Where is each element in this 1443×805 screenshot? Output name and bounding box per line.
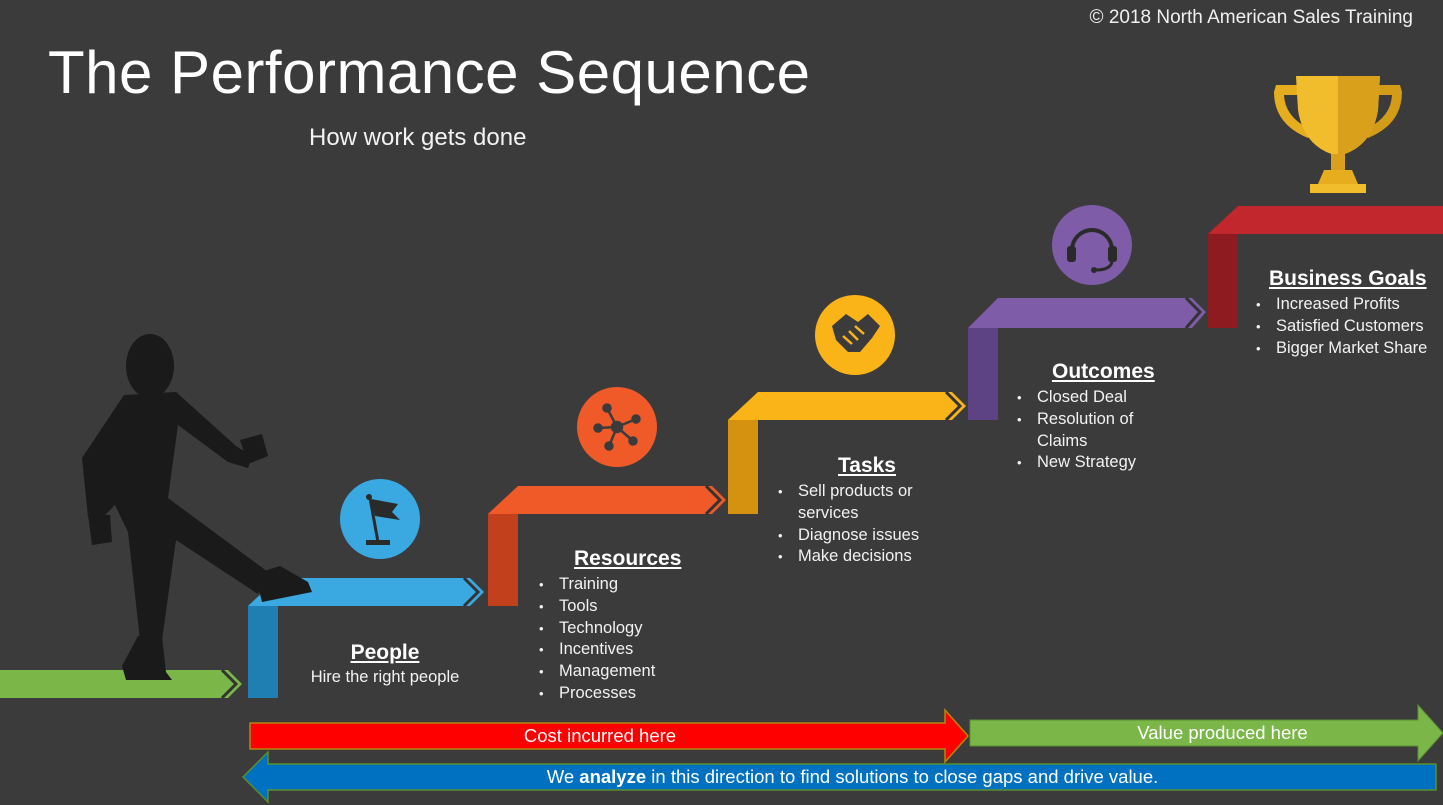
stage-business-goals: Business Goals Increased Profits Satisfi… — [1256, 267, 1441, 359]
stage-list: Closed Deal Resolution of Claims New Str… — [1017, 387, 1167, 474]
value-label: Value produced here — [1137, 722, 1308, 743]
network-icon — [577, 387, 657, 467]
analyze-label: We analyze in this direction to find sol… — [270, 766, 1435, 788]
stage-title: Business Goals — [1269, 267, 1427, 290]
step-purple — [968, 296, 1206, 420]
stage-list: Training Tools Technology Incentives Man… — [539, 574, 709, 705]
stage-title: Tasks — [838, 454, 896, 477]
flag-icon — [340, 479, 420, 559]
list-item: Satisfied Customers — [1256, 316, 1441, 338]
handshake-icon — [815, 295, 895, 375]
stage-title: Outcomes — [1052, 360, 1155, 383]
list-item: Incentives — [539, 639, 709, 661]
list-item: Bigger Market Share — [1256, 338, 1441, 360]
analyze-prefix: We — [546, 766, 575, 787]
cost-label: Cost incurred here — [523, 725, 677, 746]
step-orange — [488, 484, 726, 606]
copyright: © 2018 North American Sales Training — [1089, 7, 1413, 28]
list-item: Training — [539, 574, 709, 596]
step-red — [1208, 206, 1443, 328]
stage-list: Sell products or services Diagnose issue… — [778, 481, 938, 568]
headset-icon — [1052, 205, 1132, 285]
stage-resources: Resources Training Tools Technology Ince… — [539, 547, 709, 705]
stage-title: People — [350, 641, 420, 664]
list-item: Closed Deal — [1017, 387, 1167, 409]
list-item: Diagnose issues — [778, 525, 938, 547]
list-item: Increased Profits — [1256, 294, 1441, 316]
analyze-suffix: in this direction to find solutions to c… — [651, 766, 1159, 787]
stage-title: Resources — [574, 547, 682, 570]
list-item: Management — [539, 661, 709, 683]
list-item: Processes — [539, 683, 709, 705]
list-item: Make decisions — [778, 546, 938, 568]
step-green — [0, 668, 242, 700]
list-item: New Strategy — [1017, 452, 1167, 474]
page-title: The Performance Sequence — [48, 39, 811, 106]
analyze-bold: analyze — [579, 766, 647, 787]
trophy-icon — [1274, 76, 1402, 193]
list-item: Technology — [539, 618, 709, 640]
stage-people: People Hire the right people — [300, 641, 470, 687]
value-arrow — [969, 703, 1443, 763]
list-item: Resolution of Claims — [1017, 409, 1167, 453]
list-item: Tools — [539, 596, 709, 618]
walking-man-silhouette — [82, 334, 312, 680]
stage-tasks: Tasks Sell products or services Diagnose… — [778, 454, 938, 568]
stage-description: Hire the right people — [310, 668, 460, 686]
list-item: Sell products or services — [778, 481, 938, 525]
analyze-arrow — [241, 750, 1437, 804]
stage-outcomes: Outcomes Closed Deal Resolution of Claim… — [1017, 360, 1167, 474]
page-subtitle: How work gets done — [309, 124, 527, 151]
cost-arrow — [249, 708, 970, 764]
stage-list: Increased Profits Satisfied Customers Bi… — [1256, 294, 1441, 359]
step-yellow — [728, 390, 966, 514]
